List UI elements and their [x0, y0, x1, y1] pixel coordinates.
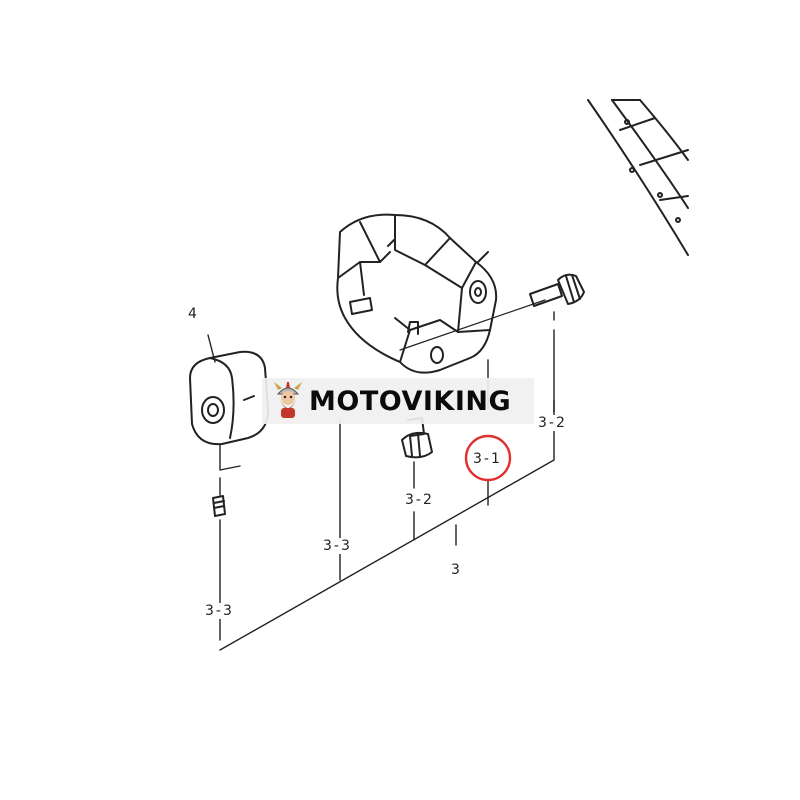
viking-logo-icon	[274, 382, 302, 418]
wheel-hub-fragment	[587, 99, 689, 256]
damper-rubber	[336, 213, 498, 374]
label-part-3: 3	[451, 562, 462, 578]
label-part-4: 4	[188, 306, 199, 322]
label-part-3-2-right: 3-2	[538, 415, 567, 431]
bolt-3-2-right	[529, 273, 585, 307]
bolt-3-2-mid	[401, 417, 433, 459]
highlight-circle-3-1	[464, 434, 512, 482]
label-part-3-3-left: 3-3	[205, 603, 234, 619]
assembly-axis-line	[399, 299, 546, 351]
set-screw-3-3-left	[212, 495, 226, 517]
watermark-text: MOTOVIKING	[309, 385, 512, 417]
label-part-3-3-mid: 3-3	[323, 538, 352, 554]
label-part-3-1: 3-1	[473, 451, 502, 467]
watermark-banner: MOTOVIKING	[262, 378, 534, 424]
weight-part-4	[189, 350, 269, 446]
label-part-3-2-mid: 3-2	[405, 492, 434, 508]
leader-lines	[207, 311, 555, 651]
